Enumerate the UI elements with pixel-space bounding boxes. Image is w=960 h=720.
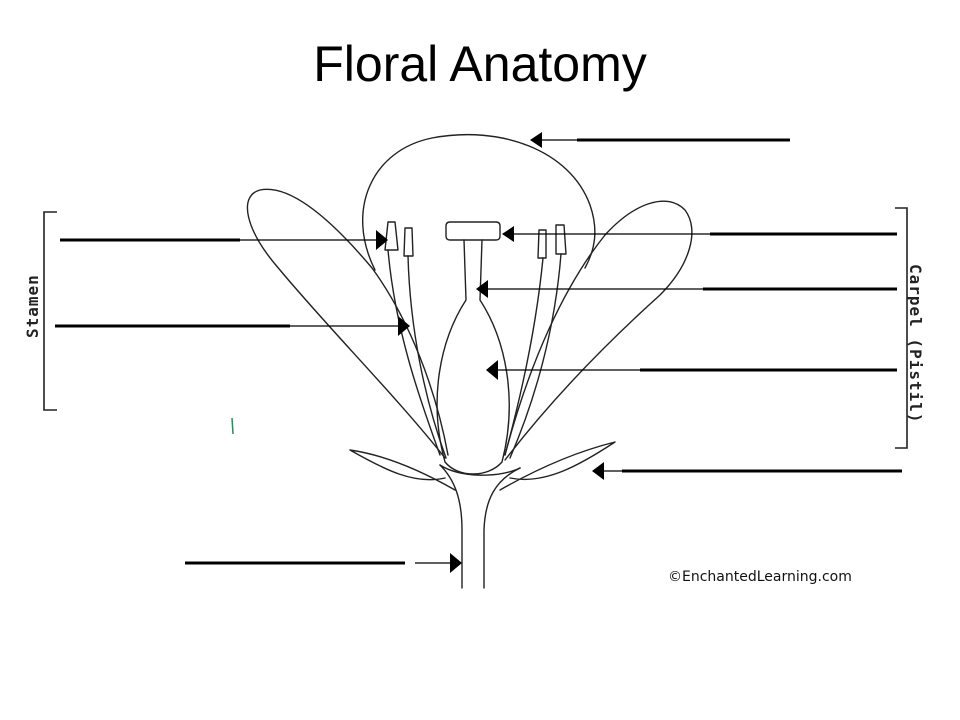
- page-title: Floral Anatomy: [313, 36, 647, 92]
- stigma-shape: [445, 221, 501, 241]
- stem-arrowhead: [450, 553, 462, 573]
- ovary-arrowhead: [486, 360, 498, 380]
- stamen-label: Stamen: [23, 274, 42, 338]
- anther-right-2: [555, 224, 567, 255]
- anther-left-1: [384, 221, 399, 251]
- stamen-bracket: Stamen: [23, 211, 57, 411]
- style-and-ovary-shape: [436, 239, 510, 475]
- sepal-right: [499, 441, 616, 491]
- anther-right-1: [537, 229, 547, 259]
- filament-left-1: [387, 249, 441, 456]
- credit-text: ©EnchantedLearning.com: [668, 569, 852, 585]
- receptacle-and-stem: [439, 464, 521, 589]
- style-arrowhead: [476, 280, 488, 298]
- anther-arrowhead: [376, 230, 388, 250]
- carpel-bracket: Carpel (Pistil): [895, 207, 925, 449]
- filament-arrowhead: [398, 316, 410, 336]
- petal-arrowhead: [530, 132, 542, 148]
- carpel-label: Carpel (Pistil): [906, 264, 925, 424]
- receptacle-top: [439, 464, 521, 476]
- stray-mark: [231, 417, 234, 435]
- filament-left-2: [407, 255, 447, 459]
- petal-right: [504, 200, 693, 461]
- sepal-arrowhead: [592, 462, 604, 480]
- label-pointers: [55, 132, 902, 573]
- petal-back-circle: [361, 133, 596, 271]
- stigma-arrowhead: [502, 226, 514, 242]
- stamen-bracket-line: [43, 211, 57, 411]
- flower-drawing: [231, 133, 693, 589]
- petal-left: [246, 188, 449, 459]
- anther-left-2: [403, 227, 414, 257]
- filament-right-2: [509, 253, 562, 459]
- sepal-left: [349, 449, 456, 491]
- filament-right-1: [504, 257, 544, 456]
- carpel-bracket-line: [895, 207, 908, 449]
